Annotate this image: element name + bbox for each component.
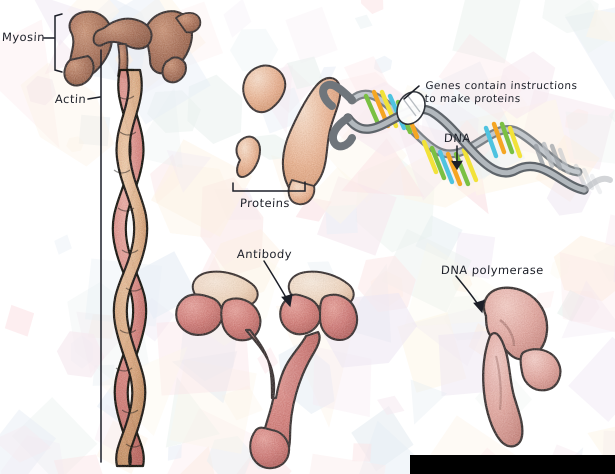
label-myosin: Myosin [1, 30, 46, 44]
protein-blobs [235, 64, 342, 206]
label-dna-polymerase: DNA polymerase [440, 263, 545, 277]
label-genes-line2: to make proteins [424, 93, 522, 106]
antibody-molecule [175, 270, 359, 470]
label-dna: DNA [443, 131, 472, 145]
dna-double-helix [319, 80, 613, 195]
label-antibody: Antibody [236, 247, 293, 261]
footer-black-bar [410, 455, 615, 474]
label-actin: Actin [54, 92, 87, 106]
label-genes: Genes contain instructions to make prote… [424, 80, 577, 106]
label-genes-line1: Genes contain instructions [425, 80, 578, 92]
actin-filament [111, 68, 149, 468]
label-proteins: Proteins [239, 196, 291, 210]
dna-polymerase-molecule [482, 286, 562, 448]
